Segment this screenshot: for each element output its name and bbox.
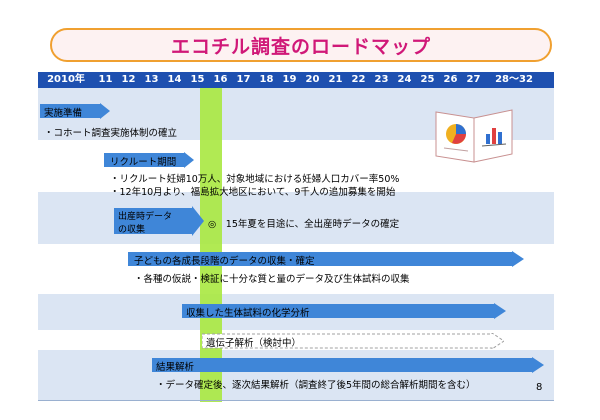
label-chem: 収集した生体試料の化学分析 bbox=[186, 308, 310, 319]
arrow-birth bbox=[114, 206, 204, 236]
year-header: 2010年 11 12 13 14 15 16 17 18 19 20 21 22 23 24 25 26 27 2… bbox=[38, 72, 554, 88]
label-birth-1: 出産時データ bbox=[118, 212, 173, 222]
year-label: 14 bbox=[167, 74, 182, 85]
label-stage: 子どもの各成長段階のデータの収集・確定 bbox=[134, 256, 315, 267]
label-result: 結果解析 bbox=[156, 362, 195, 373]
year-label: 24 bbox=[397, 74, 412, 85]
arrow-result bbox=[152, 357, 544, 373]
year-label: 27 bbox=[466, 74, 481, 85]
year-label: 28～32 bbox=[495, 74, 533, 85]
text-birth: ◎ 15年夏を目途に、全出産時データの確定 bbox=[208, 219, 400, 230]
label-birth-2: の収集 bbox=[118, 225, 146, 235]
arrow-preparation bbox=[40, 103, 110, 119]
year-label: 17 bbox=[236, 74, 251, 85]
text-stage: ・各種の仮説・検証に十分な質と量のデータ及び生体試料の収集 bbox=[134, 274, 410, 285]
year-label: 12 bbox=[121, 74, 136, 85]
year-label: 21 bbox=[328, 74, 343, 85]
text-recruit-2: ・12年10月より、福島拡大地区において、9千人の追加募集を開始 bbox=[110, 187, 396, 198]
arrow-chem bbox=[182, 303, 506, 319]
label-recruit: リクルート期間 bbox=[110, 157, 177, 168]
year-label: 22 bbox=[351, 74, 366, 85]
year-label: 11 bbox=[98, 74, 113, 85]
year-label: 18 bbox=[259, 74, 274, 85]
label-preparation: 実施準備 bbox=[44, 108, 83, 119]
text-recruit-1: ・リクルート妊婦10万人、対象地域における妊婦人口カバー率50% bbox=[110, 174, 400, 185]
year-label: 13 bbox=[144, 74, 159, 85]
year-label: 19 bbox=[282, 74, 297, 85]
arrow-recruit bbox=[104, 152, 194, 168]
highlight-column-2015 bbox=[200, 72, 222, 402]
year-label: 25 bbox=[420, 74, 435, 85]
text-preparation: ・コホート調査実施体制の確立 bbox=[44, 128, 178, 139]
arrow-stage bbox=[128, 251, 524, 267]
book-chart-icon bbox=[435, 109, 513, 163]
bottom-divider bbox=[38, 400, 554, 401]
year-label: 2010年 bbox=[47, 74, 85, 85]
label-genetic: 遺伝子解析（検討中） bbox=[206, 338, 302, 349]
year-label: 20 bbox=[305, 74, 320, 85]
title-banner: エコチル調査のロードマップ bbox=[50, 28, 552, 62]
year-label: 23 bbox=[374, 74, 389, 85]
arrow-genetic bbox=[202, 333, 504, 349]
year-label: 26 bbox=[443, 74, 458, 85]
text-result: ・データ確定後、逐次結果解析（調査終了後5年間の総合解析期間を含む） bbox=[156, 380, 476, 391]
page-title: エコチル調査のロードマップ bbox=[170, 35, 431, 58]
year-label: 16 bbox=[213, 74, 228, 85]
year-label: 15 bbox=[190, 74, 205, 85]
page-number: 8 bbox=[536, 382, 543, 393]
